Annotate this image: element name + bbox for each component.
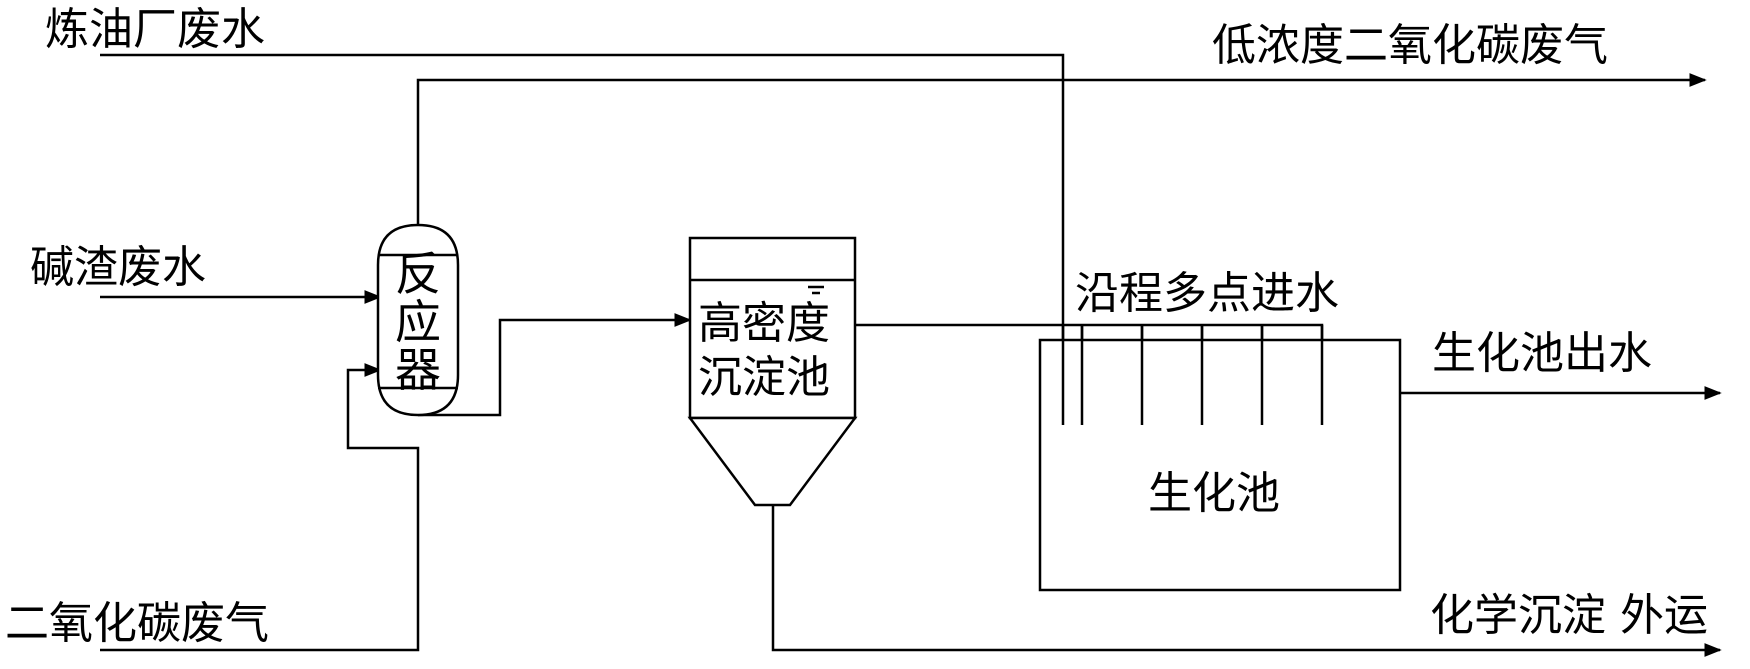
label-low-co2-gas: 低浓度二氧化碳废气 [1212,20,1608,71]
label-bio-tank: 生化池 [1148,468,1280,519]
label-refinery-wastewater: 炼油厂废水 [45,4,265,55]
reactor-to-clarifier-line [418,313,692,417]
label-sludge: 化学沉淀 外运 [1430,590,1708,641]
co2-gas-line [100,363,420,652]
reactor-vessel [376,223,460,417]
refinery-wastewater-line [100,53,1065,425]
label-co2-gas: 二氧化碳废气 [5,598,269,649]
label-clarifier-line2: 沉淀池 [698,352,830,403]
bio-tank [1038,338,1402,592]
label-caustic-wastewater: 碱渣废水 [30,242,206,293]
low-co2-gas-line [416,73,1707,225]
clarifier-tank [688,236,857,420]
label-clarifier-line1: 高密度 [698,298,830,349]
label-reactor-3: 器 [395,343,441,397]
label-bio-effluent: 生化池出水 [1432,328,1652,379]
label-multi-point-feed: 沿程多点进水 [1075,268,1339,319]
label-reactor-2: 应 [395,295,441,349]
clarifier-cone [687,416,858,507]
label-reactor-1: 反 [395,247,441,301]
sludge-line [771,505,1722,657]
